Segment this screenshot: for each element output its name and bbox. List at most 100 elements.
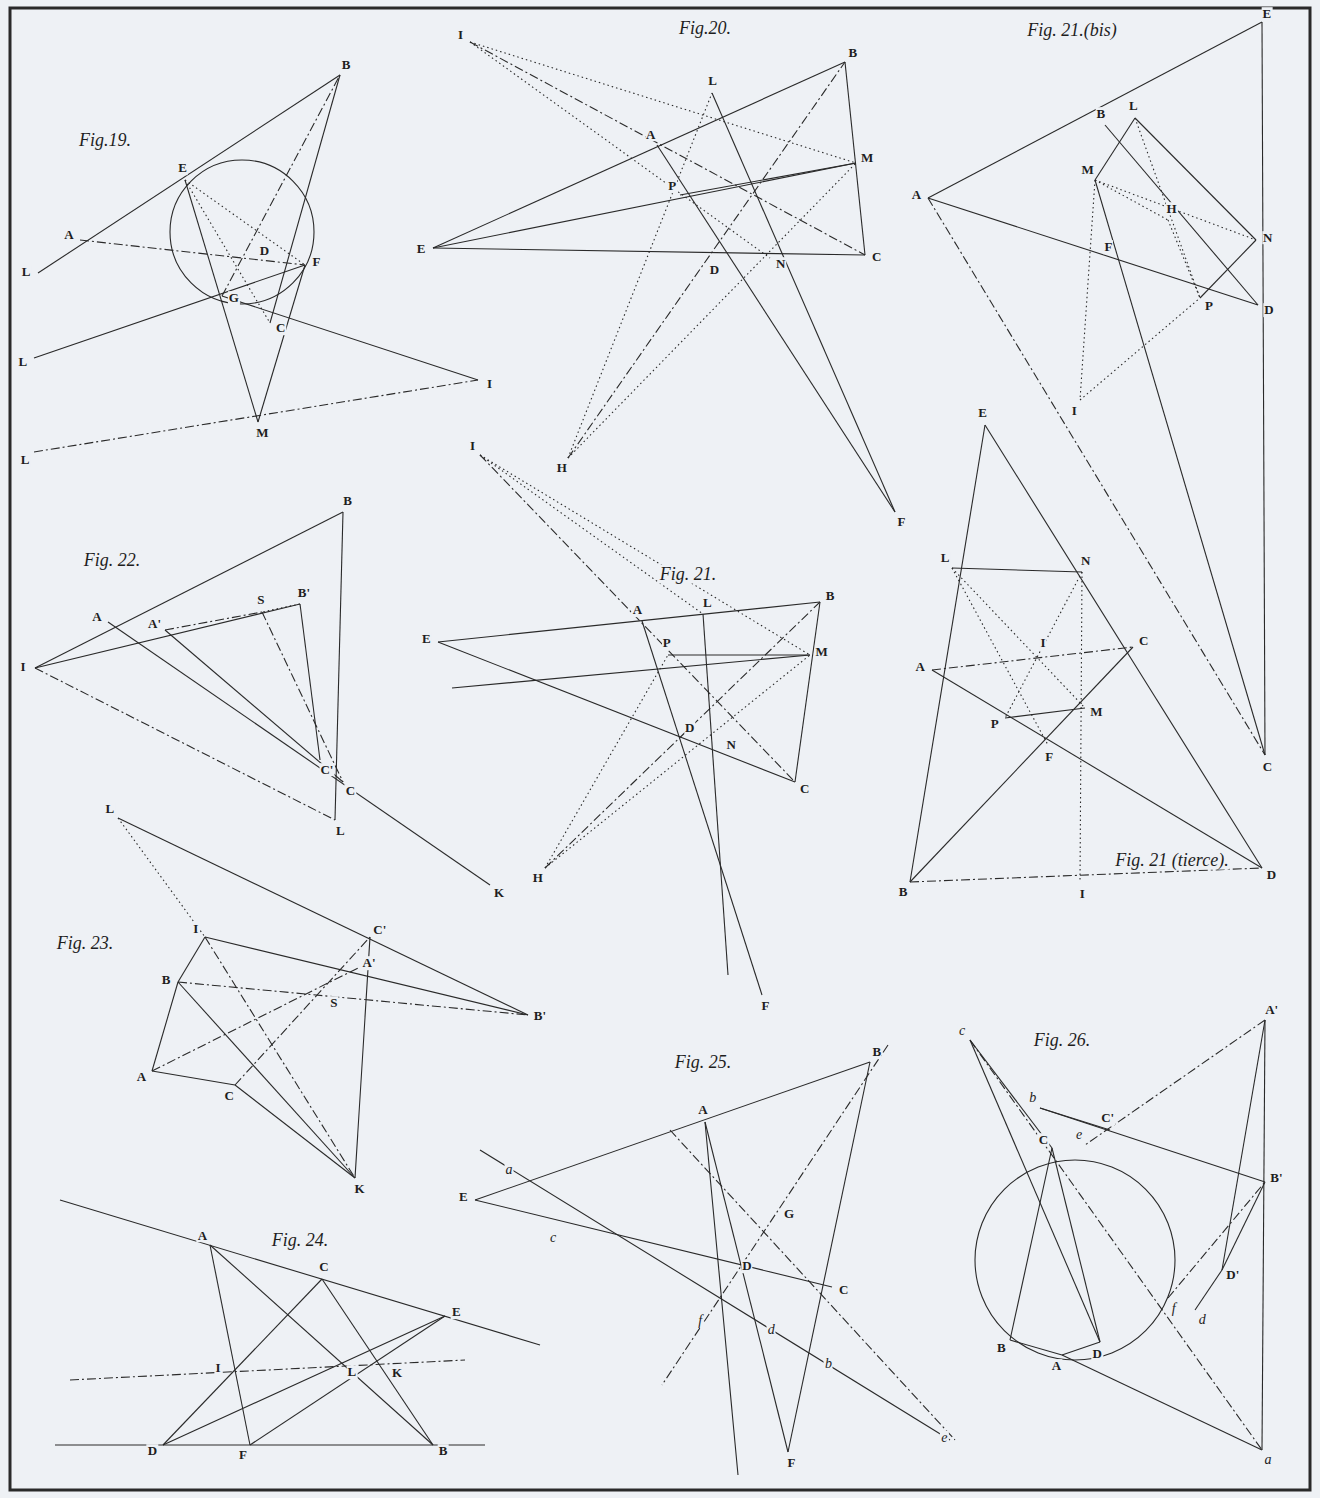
construction-line bbox=[952, 568, 1048, 745]
geometric-figure bbox=[118, 818, 528, 1178]
construction-line bbox=[470, 42, 856, 163]
conic-circle bbox=[975, 1160, 1175, 1360]
point-label: I bbox=[192, 923, 199, 937]
point-label: P bbox=[667, 179, 677, 193]
point-label: M bbox=[1089, 705, 1103, 719]
construction-line bbox=[178, 937, 205, 982]
construction-line bbox=[1040, 1108, 1265, 1182]
construction-line bbox=[1010, 1148, 1052, 1340]
construction-line bbox=[55, 1444, 485, 1445]
point-label: P bbox=[1204, 299, 1214, 313]
construction-line bbox=[1080, 572, 1082, 882]
construction-line bbox=[545, 602, 820, 868]
point-label: A bbox=[1051, 1359, 1062, 1373]
construction-line bbox=[712, 93, 895, 512]
construction-line bbox=[262, 612, 343, 782]
construction-line bbox=[1135, 118, 1200, 298]
construction-line bbox=[1135, 118, 1256, 240]
construction-line bbox=[545, 655, 668, 868]
construction-line bbox=[1200, 240, 1256, 298]
point-label: d bbox=[767, 1323, 776, 1338]
construction-line bbox=[1222, 1020, 1265, 1270]
point-label: S bbox=[329, 996, 338, 1010]
point-label: B' bbox=[297, 586, 311, 600]
point-label: A bbox=[91, 611, 102, 625]
construction-line bbox=[152, 982, 178, 1071]
point-label: M bbox=[255, 426, 269, 440]
point-label: b bbox=[824, 1356, 833, 1371]
construction-line bbox=[1005, 708, 1085, 718]
conic-circle bbox=[170, 160, 314, 304]
plate-frame bbox=[10, 8, 1310, 1490]
point-label: B bbox=[341, 58, 352, 72]
point-label: P bbox=[662, 636, 672, 650]
point-label: D bbox=[1263, 303, 1274, 317]
point-label: L bbox=[20, 453, 31, 467]
point-label: F bbox=[1044, 750, 1054, 764]
construction-line bbox=[1080, 298, 1200, 400]
construction-line bbox=[1085, 1020, 1265, 1145]
construction-line bbox=[657, 145, 895, 512]
point-label: C bbox=[1038, 1133, 1049, 1147]
construction-line bbox=[788, 1062, 870, 1452]
construction-line bbox=[35, 604, 300, 668]
point-label: A bbox=[197, 1229, 208, 1243]
point-label: D bbox=[709, 263, 720, 277]
construction-line bbox=[705, 1122, 788, 1452]
point-label: N bbox=[1080, 554, 1091, 568]
construction-line bbox=[1080, 180, 1095, 400]
geometric-figure bbox=[970, 1020, 1265, 1450]
construction-line bbox=[322, 1279, 433, 1445]
point-label: D' bbox=[1225, 1268, 1240, 1282]
construction-line bbox=[568, 62, 845, 458]
point-label: D bbox=[684, 721, 695, 735]
construction-line bbox=[152, 1071, 235, 1085]
point-label: B bbox=[825, 589, 836, 603]
construction-line bbox=[34, 265, 305, 358]
point-label: b bbox=[1028, 1091, 1037, 1106]
point-label: A' bbox=[362, 957, 377, 971]
geometric-figure bbox=[910, 425, 1262, 882]
point-label: S bbox=[256, 593, 265, 607]
geometric-figure bbox=[433, 42, 895, 512]
point-label: A bbox=[63, 229, 74, 243]
construction-line bbox=[1195, 1270, 1222, 1310]
construction-line bbox=[355, 937, 370, 1178]
construction-line bbox=[178, 982, 528, 1015]
construction-line bbox=[910, 868, 1262, 882]
construction-line bbox=[210, 1245, 433, 1445]
point-label: C bbox=[224, 1089, 235, 1103]
point-label: D bbox=[147, 1444, 158, 1458]
point-label: B bbox=[161, 973, 172, 987]
point-label: A' bbox=[1264, 1003, 1279, 1017]
point-label: B bbox=[1095, 107, 1106, 121]
point-label: E bbox=[1262, 7, 1273, 21]
construction-line bbox=[80, 240, 305, 265]
construction-line bbox=[1222, 1182, 1265, 1270]
point-label: N bbox=[775, 257, 786, 271]
point-label: c bbox=[958, 1024, 966, 1039]
point-label: B bbox=[342, 494, 353, 508]
point-label: C bbox=[345, 785, 356, 799]
construction-line bbox=[222, 75, 340, 296]
point-label: F bbox=[760, 1000, 770, 1014]
construction-line bbox=[205, 937, 528, 1015]
geometric-figure bbox=[928, 22, 1265, 755]
construction-line bbox=[705, 1122, 738, 1475]
point-label: A bbox=[697, 1103, 708, 1117]
point-label: f bbox=[1171, 1301, 1177, 1316]
construction-line bbox=[185, 180, 270, 323]
point-label: C bbox=[1262, 760, 1273, 774]
construction-line bbox=[970, 1040, 1052, 1148]
figure-title: Fig. 21.(bis) bbox=[1026, 21, 1118, 40]
point-label: B bbox=[438, 1445, 449, 1459]
point-label: B bbox=[898, 885, 909, 899]
point-label: L bbox=[335, 824, 346, 838]
figure-title: Fig. 22. bbox=[83, 551, 142, 570]
construction-line bbox=[35, 512, 343, 668]
construction-line bbox=[480, 455, 795, 782]
point-label: K bbox=[353, 1182, 365, 1196]
point-label: A bbox=[136, 1070, 147, 1084]
construction-line bbox=[1262, 1020, 1265, 1450]
point-label: C bbox=[275, 321, 286, 335]
